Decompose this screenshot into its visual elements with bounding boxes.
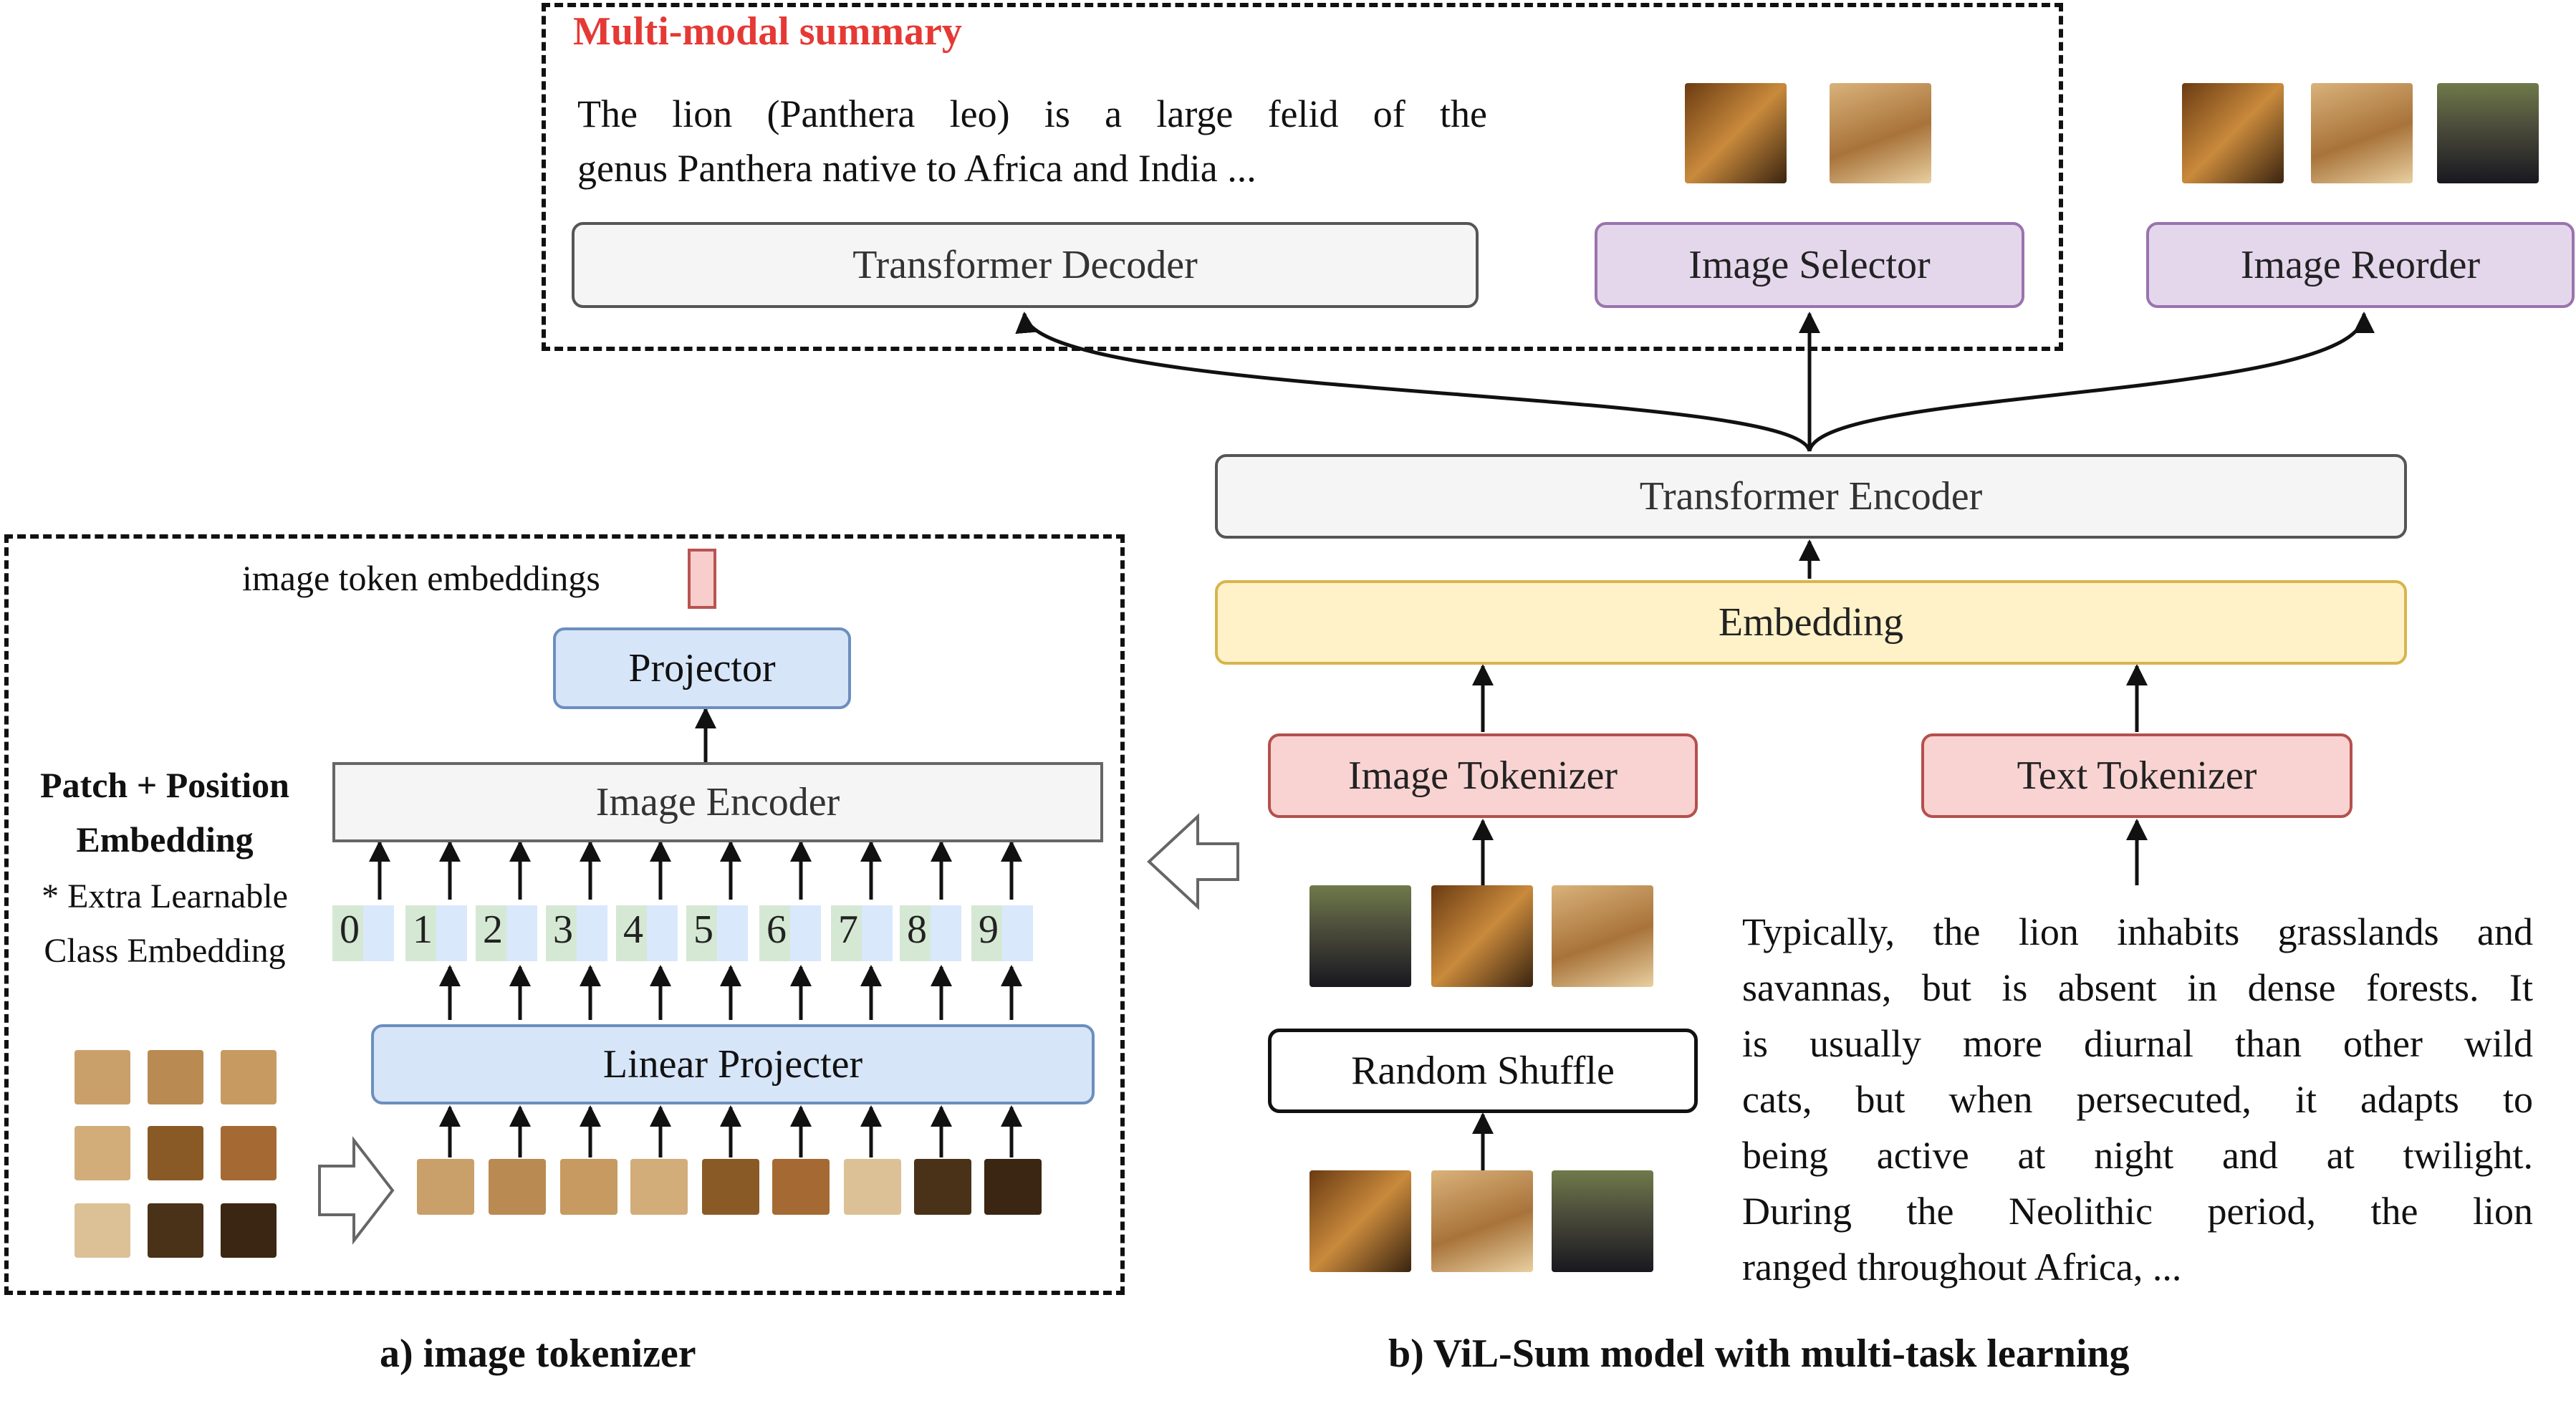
- position-token: 9: [971, 905, 1033, 961]
- image-patch: [984, 1159, 1042, 1215]
- input-text-line: cats, but when persecuted, it adapts to: [1742, 1078, 2533, 1121]
- image-patch: [221, 1126, 277, 1180]
- lion-image-1: [1431, 885, 1533, 987]
- image-patch: [702, 1159, 759, 1215]
- image-patch: [630, 1159, 688, 1215]
- image-patch: [914, 1159, 971, 1215]
- image-patch: [148, 1050, 203, 1104]
- position-token: 5: [686, 905, 748, 961]
- position-number: 4: [623, 907, 643, 952]
- image-patch: [844, 1159, 901, 1215]
- image-tokenizer: Image Tokenizer: [1268, 733, 1698, 818]
- lion-image-1: [1685, 83, 1787, 183]
- extra-class-line: * Extra Learnable: [42, 877, 288, 915]
- hunter-image: [1552, 1170, 1653, 1272]
- position-number: 8: [907, 907, 927, 952]
- hunter-image: [2437, 83, 2539, 183]
- random-shuffle: Random Shuffle: [1268, 1029, 1698, 1113]
- lion-image-1: [2182, 83, 2284, 183]
- position-token: 8: [900, 905, 961, 961]
- image-patch: [75, 1203, 130, 1258]
- image-patch: [772, 1159, 830, 1215]
- extra-class-line: Class Embedding: [44, 932, 286, 970]
- hollow-arrow-left: [1147, 813, 1239, 910]
- position-token: 6: [759, 905, 821, 961]
- image-patch: [417, 1159, 474, 1215]
- embedding: Embedding: [1215, 580, 2407, 665]
- input-text-line: ranged throughout Africa, ...: [1742, 1246, 2182, 1289]
- position-number: 3: [553, 907, 573, 952]
- input-text-line: Typically, the lion inhabits grasslands …: [1742, 910, 2533, 953]
- position-token: 4: [616, 905, 678, 961]
- image-patch: [221, 1050, 277, 1104]
- position-token: 7: [831, 905, 893, 961]
- image-reorder: Image Reorder: [2146, 222, 2575, 308]
- hollow-arrow-right: [318, 1136, 395, 1245]
- patch-position-label: Patch + Position Embedding: [21, 758, 308, 867]
- position-number: 9: [979, 907, 999, 952]
- patch-position-line: Embedding: [76, 819, 254, 860]
- position-number: 1: [413, 907, 433, 952]
- image-patch: [489, 1159, 546, 1215]
- position-token: 0: [332, 905, 394, 961]
- input-text-line: During the Neolithic period, the lion: [1742, 1190, 2533, 1233]
- lion-image-1: [1309, 1170, 1411, 1272]
- lion-image-2: [1431, 1170, 1533, 1272]
- image-encoder: Image Encoder: [332, 762, 1103, 842]
- token-up-arrows: [369, 840, 1022, 1157]
- image-patch: [221, 1203, 277, 1258]
- summary-text-line2: genus Panthera native to Africa and Indi…: [577, 147, 1256, 190]
- position-token: 2: [476, 905, 537, 961]
- summary-panel: [542, 3, 2063, 351]
- input-text-line: being active at night and at twilight.: [1742, 1134, 2533, 1177]
- patch-position-line: Patch + Position: [40, 765, 289, 805]
- transformer-encoder: Transformer Encoder: [1215, 454, 2407, 539]
- image-patch: [560, 1159, 617, 1215]
- position-number: 2: [483, 907, 503, 952]
- token-embeddings-label: image token embeddings: [242, 558, 600, 598]
- position-number: 6: [766, 907, 787, 952]
- input-text: Typically, the lion inhabits grasslands …: [1742, 904, 2533, 1295]
- input-text-line: is usually more diurnal than other wild: [1742, 1022, 2533, 1065]
- lion-image-2: [1830, 83, 1931, 183]
- caption-b: b) ViL-Sum model with multi-task learnin…: [1388, 1332, 2130, 1376]
- text-tokenizer: Text Tokenizer: [1921, 733, 2352, 818]
- image-patch: [75, 1126, 130, 1180]
- position-number: 0: [340, 907, 360, 952]
- image-patch: [75, 1050, 130, 1104]
- linear-projecter: Linear Projecter: [371, 1024, 1095, 1104]
- lion-image-2: [1552, 885, 1653, 987]
- transformer-decoder: Transformer Decoder: [572, 222, 1479, 308]
- position-token: 3: [546, 905, 607, 961]
- lion-image-2: [2311, 83, 2413, 183]
- caption-a: a) image tokenizer: [380, 1332, 696, 1376]
- image-patch: [148, 1126, 203, 1180]
- extra-class-label: * Extra Learnable Class Embedding: [21, 870, 308, 978]
- image-patch: [148, 1203, 203, 1258]
- position-token: 1: [405, 905, 467, 961]
- hunter-image: [1309, 885, 1411, 987]
- projector: Projector: [553, 627, 851, 709]
- summary-title: Multi-modal summary: [573, 9, 962, 54]
- token-embedding-swatch: [688, 549, 716, 609]
- summary-text-line1: The lion (Panthera leo) is a large felid…: [577, 92, 1487, 135]
- input-text-line: savannas, but is absent in dense forests…: [1742, 966, 2533, 1009]
- position-number: 5: [693, 907, 713, 952]
- position-number: 7: [838, 907, 858, 952]
- image-tokenizer-panel: [4, 534, 1125, 1295]
- image-selector: Image Selector: [1595, 222, 2024, 308]
